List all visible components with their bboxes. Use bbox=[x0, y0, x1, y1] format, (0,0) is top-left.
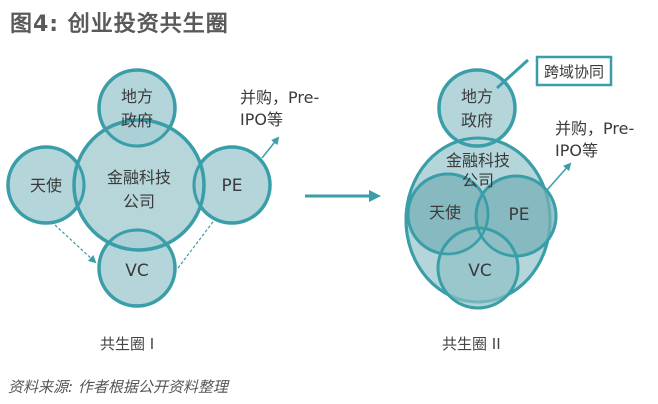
exit-label-2-2: IPO等 bbox=[555, 141, 598, 160]
label-vc: VC bbox=[125, 261, 149, 281]
label-pe-2: PE bbox=[509, 205, 530, 225]
label-gov-1: 地方 bbox=[121, 87, 153, 106]
pe-exit-arrow bbox=[261, 136, 280, 159]
label-fintech-2-2: 公司 bbox=[462, 171, 494, 190]
circle-local-government-2 bbox=[437, 68, 517, 148]
label-fintech-1: 金融科技 bbox=[107, 168, 171, 187]
label-fintech-2-1: 金融科技 bbox=[446, 151, 510, 170]
label-angel-2: 天使 bbox=[429, 203, 461, 222]
caption-diagram-two: 共生圈 II bbox=[442, 335, 501, 353]
label-vc-2: VC bbox=[468, 261, 492, 281]
label-fintech-2: 公司 bbox=[123, 192, 155, 211]
figure-title: 图4: 创业投资共生圈 bbox=[10, 12, 229, 37]
diagram-two: 跨域协同 地方 政府 金融科技 公司 天使 PE VC 并购，Pre- IPO等 bbox=[404, 55, 634, 310]
vc-outline bbox=[97, 228, 177, 308]
label-gov-2-2: 政府 bbox=[461, 111, 493, 130]
angel-outline-2 bbox=[406, 172, 490, 256]
pe-outline-2 bbox=[474, 174, 558, 258]
circle-fintech bbox=[72, 118, 206, 252]
gov-outline bbox=[97, 68, 177, 148]
exit-label-2: IPO等 bbox=[240, 110, 283, 129]
caption-diagram-one: 共生圈 I bbox=[100, 335, 155, 353]
callout-box bbox=[535, 55, 613, 87]
label-angel: 天使 bbox=[30, 176, 62, 195]
label-gov-2-1: 地方 bbox=[461, 87, 493, 106]
pe-outline bbox=[192, 145, 272, 225]
exit-label-1: 并购，Pre- bbox=[240, 88, 319, 107]
callout-label: 跨域协同 bbox=[544, 63, 604, 81]
callout-line bbox=[495, 58, 530, 90]
label-gov-2: 政府 bbox=[121, 111, 153, 130]
exit-label-2-1: 并购，Pre- bbox=[555, 119, 634, 138]
source-note: 资料来源: 作者根据公开资料整理 bbox=[8, 378, 228, 396]
pe-exit-arrow-2 bbox=[546, 162, 572, 191]
angel-to-vc-arrow bbox=[54, 224, 97, 264]
angel-outline bbox=[6, 145, 86, 225]
label-pe: PE bbox=[222, 176, 243, 196]
diagram-one: 地方 政府 金融科技 公司 天使 PE VC 并购，Pre- IPO等 bbox=[6, 68, 319, 308]
